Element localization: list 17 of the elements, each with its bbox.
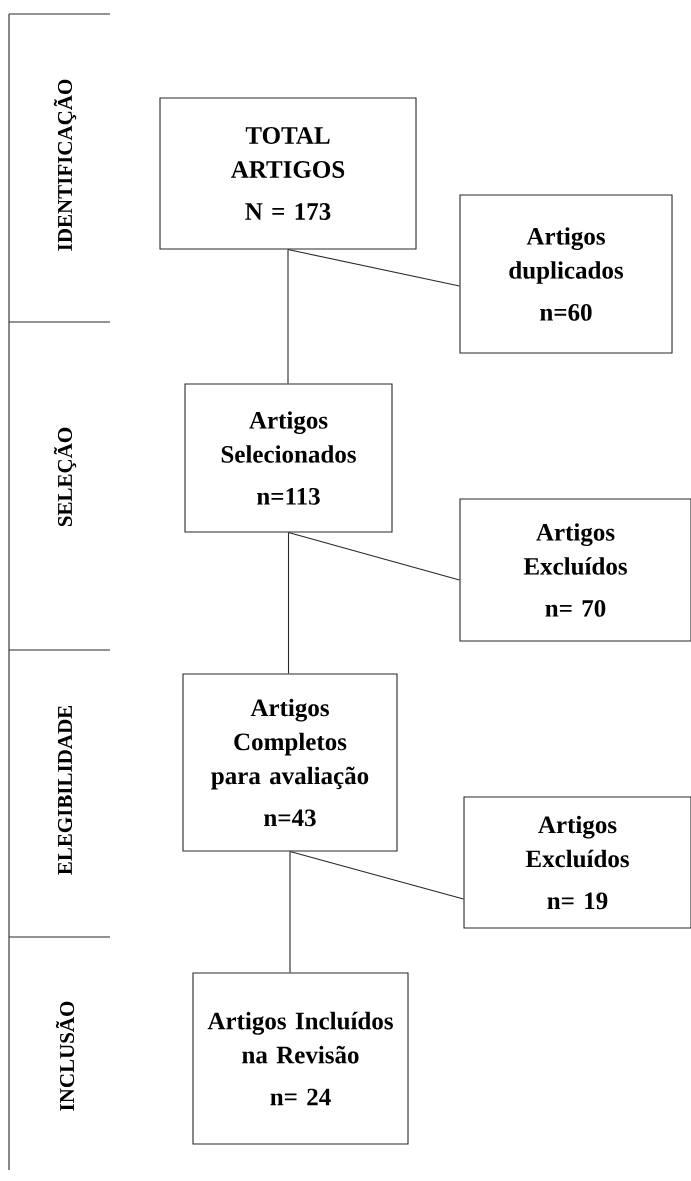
connector-line	[287, 532, 290, 674]
connector-line	[287, 532, 460, 581]
connector-line	[287, 249, 460, 287]
stage-label: INCLUSÃO	[55, 1001, 75, 1111]
connector-line	[289, 851, 291, 973]
process-box: Artigos Excluídos n= 19	[463, 796, 691, 929]
process-box: Artigos Excluídos n= 70	[459, 498, 691, 642]
process-box: Artigos Completos para avaliação n=43	[182, 673, 398, 852]
stage-label: IDENTIFICAÇÃO	[53, 79, 77, 251]
process-box: Artigos Selecionados n=113	[184, 383, 393, 533]
process-box: TOTAL ARTIGOS N = 173	[159, 97, 417, 250]
process-box: Artigos Incluídos na Revisão n= 24	[192, 972, 409, 1145]
stage-label: ELEGIBILIDADE	[57, 705, 73, 875]
connector-line	[289, 851, 464, 900]
process-box: Artigos duplicados n=60	[459, 194, 673, 354]
stage-label: SELEÇÃO	[53, 427, 77, 527]
connector-line	[287, 249, 289, 384]
